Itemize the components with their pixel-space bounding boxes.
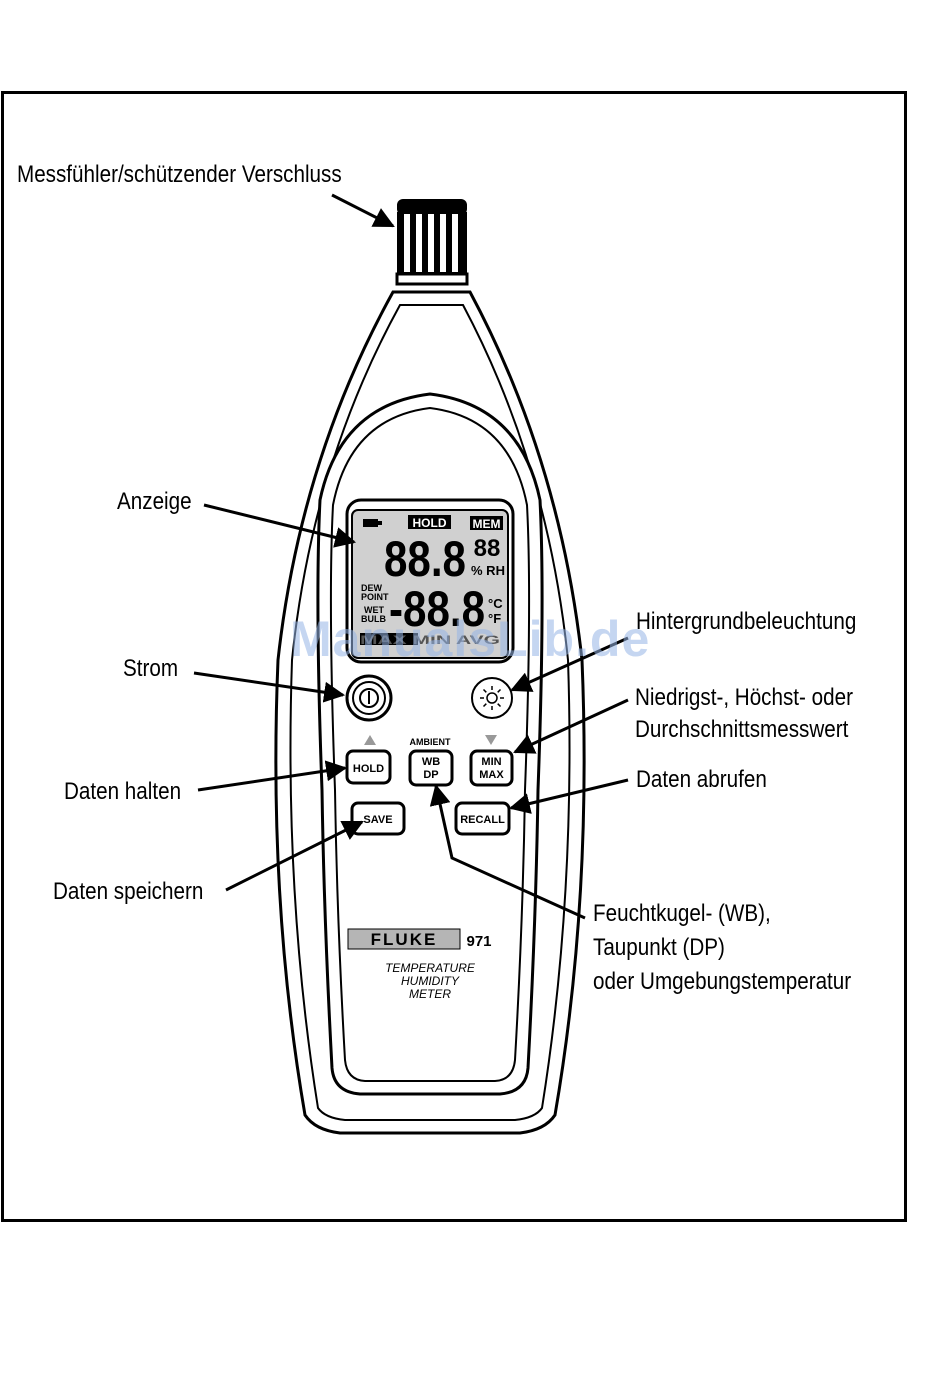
label-hold-data: Daten halten bbox=[64, 778, 182, 805]
recall-button-label: RECALL bbox=[460, 814, 505, 826]
min-label: MIN bbox=[481, 756, 501, 768]
dp-label: DP bbox=[423, 769, 438, 781]
lcd-wet-bulb-label-1: WET bbox=[364, 605, 384, 615]
lcd-unit-fahrenheit: °F bbox=[488, 611, 501, 626]
label-backlight: Hintergrundbeleuchtung bbox=[636, 608, 857, 635]
max-label: MAX bbox=[479, 769, 504, 781]
label-power: Strom bbox=[123, 655, 179, 682]
backlight-button[interactable] bbox=[471, 677, 513, 719]
hold-button[interactable]: HOLD bbox=[345, 749, 392, 785]
wb-dp-button[interactable]: WB DP bbox=[408, 749, 454, 787]
arrow-backlight bbox=[510, 636, 629, 692]
lcd-dew-point-label-2: POINT bbox=[361, 592, 389, 602]
arrow-probe bbox=[331, 193, 395, 228]
arrow-display bbox=[203, 503, 357, 548]
label-wbdp: Feuchtkugel- (WB), Taupunkt (DP) oder Um… bbox=[593, 900, 852, 995]
watermark: ManualsLib.de bbox=[290, 611, 651, 667]
lcd-rh-unit: % RH bbox=[471, 563, 505, 578]
brand-plate bbox=[347, 928, 461, 950]
probe-cap bbox=[395, 199, 469, 286]
lcd-wet-bulb-label-2: BULB bbox=[361, 614, 386, 624]
arrow-hold bbox=[197, 760, 348, 792]
min-max-button[interactable]: MIN MAX bbox=[469, 749, 514, 787]
arrow-up-icon bbox=[364, 735, 376, 745]
lcd-unit-celsius: °C bbox=[488, 596, 503, 611]
ambient-label: AMBIENT bbox=[410, 737, 451, 747]
brand-logo: FLUKE bbox=[371, 930, 438, 949]
sun-icon bbox=[480, 686, 504, 710]
save-button[interactable]: SAVE bbox=[350, 801, 406, 836]
label-recall-data: Daten abrufen bbox=[636, 766, 767, 793]
label-save-data: Daten speichern bbox=[53, 878, 204, 905]
lcd-second-digits: -88.8 bbox=[389, 581, 485, 637]
leader-lines bbox=[193, 193, 629, 920]
device-desc-2: HUMIDITY bbox=[401, 974, 460, 988]
wb-label: WB bbox=[422, 756, 440, 768]
hold-button-label: HOLD bbox=[353, 763, 384, 775]
lcd-main-digits: 88.8 bbox=[384, 531, 466, 587]
figure-frame bbox=[1, 91, 907, 1222]
lcd-screen bbox=[351, 509, 509, 659]
model-number: 971 bbox=[466, 933, 491, 950]
device-desc-3: METER bbox=[409, 987, 451, 1001]
save-button-label: SAVE bbox=[363, 814, 392, 826]
power-button[interactable] bbox=[345, 674, 393, 722]
lcd-minmax-segment: MAX MIN AVG bbox=[360, 633, 500, 647]
arrow-power bbox=[193, 671, 346, 703]
label-probe: Messfühler/schützender Verschluss bbox=[17, 161, 342, 188]
label-minmax: Niedrigst-, Höchst- oder Durchschnittsme… bbox=[635, 684, 853, 743]
meter-body-inner bbox=[289, 304, 571, 1121]
arrow-recall bbox=[508, 778, 629, 814]
lcd-hold-label: HOLD bbox=[413, 516, 447, 530]
arrow-minmax bbox=[513, 698, 629, 754]
arrow-wbdp bbox=[429, 783, 586, 920]
power-icon bbox=[359, 688, 379, 708]
arrow-down-icon bbox=[485, 735, 497, 745]
front-panel-inner bbox=[329, 406, 531, 1082]
recall-button[interactable]: RECALL bbox=[454, 801, 511, 836]
arrow-save bbox=[225, 820, 364, 892]
lcd-small-digits: 88 bbox=[474, 535, 501, 562]
device-desc-1: TEMPERATURE bbox=[385, 961, 476, 975]
lcd-dew-point-label-1: DEW bbox=[361, 583, 383, 593]
lcd-mem-label: MEM bbox=[473, 517, 501, 531]
label-display: Anzeige bbox=[117, 488, 192, 515]
battery-icon bbox=[363, 519, 382, 527]
